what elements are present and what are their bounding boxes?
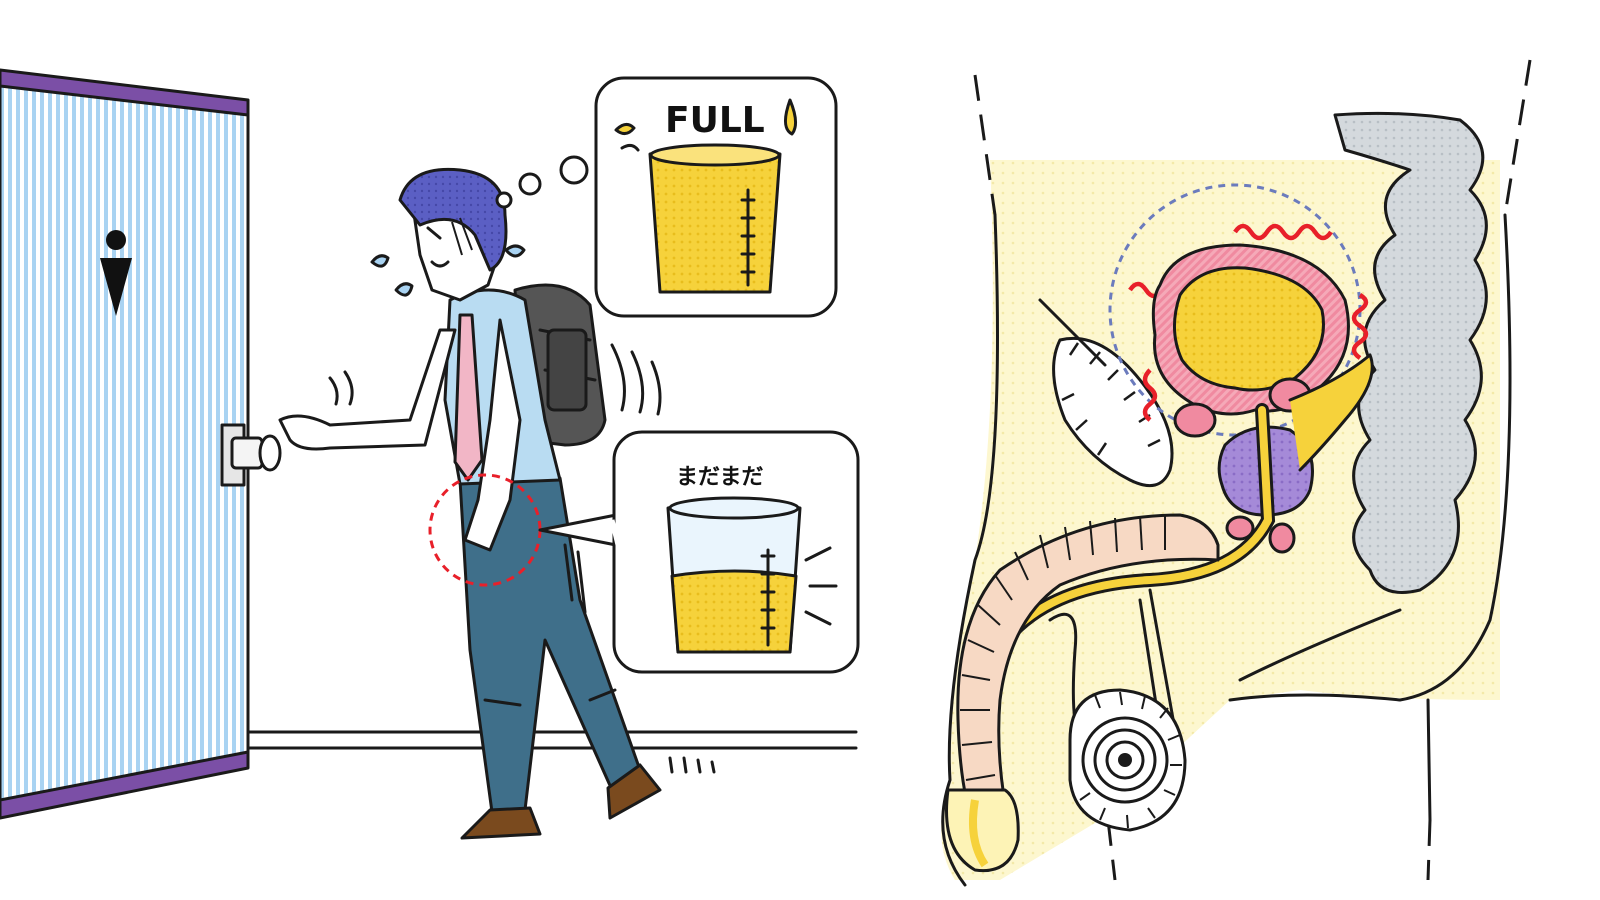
male-toilet-icon	[100, 230, 132, 316]
thought-bubble-full: FULL	[495, 76, 838, 318]
rectum-colon	[1333, 111, 1488, 594]
measuring-beaker-icon	[666, 496, 802, 654]
restroom-door[interactable]	[0, 68, 250, 820]
floor-line	[246, 730, 858, 750]
speech-bubble-not-yet: まだまだ	[538, 430, 860, 674]
pubic-bone	[1052, 336, 1174, 488]
necktie	[453, 313, 484, 482]
bladder-urine	[1172, 266, 1325, 392]
full-label: FULL	[665, 100, 765, 141]
not-yet-label: まだまだ	[676, 465, 764, 490]
section-cut-lines	[973, 59, 1532, 881]
measuring-beaker-icon	[648, 143, 782, 294]
testicle	[1068, 688, 1187, 832]
sweat-drop-icon	[370, 244, 526, 297]
pants	[458, 476, 642, 814]
clutching-arm	[463, 318, 522, 552]
motion-lines	[328, 343, 716, 774]
glans	[945, 788, 1020, 873]
door-knob-icon[interactable]	[220, 423, 282, 487]
man-figure	[278, 167, 662, 840]
hair	[398, 167, 508, 272]
right-shoe	[606, 763, 662, 820]
left-shoe	[460, 806, 542, 840]
pelvis-anatomy-diagram	[941, 59, 1532, 887]
reaching-arm	[278, 328, 457, 451]
